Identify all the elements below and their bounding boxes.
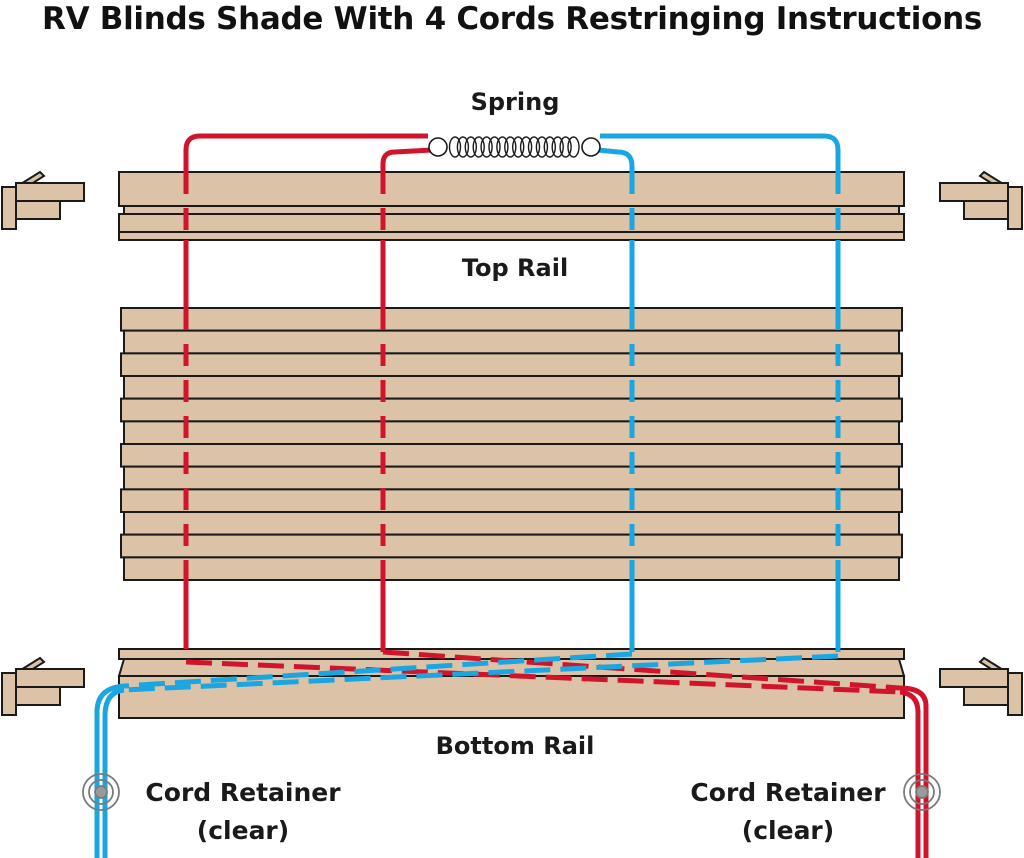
- red-cord-outer: [183, 133, 428, 172]
- spring-coil: [456, 136, 470, 158]
- shade-pleat: [120, 443, 903, 468]
- red-cords: [183, 133, 929, 858]
- blue-cord-outer-bottom: [123, 653, 839, 693]
- shade-pleat: [120, 307, 903, 332]
- shade-pleat: [123, 465, 900, 491]
- blue-cord-outer: [600, 133, 841, 172]
- shade-pleat: [123, 511, 900, 536]
- shade-pleat: [123, 329, 900, 355]
- page-title: RV Blinds Shade With 4 Cords Restringing…: [42, 1, 982, 37]
- cord-retainer-left-label: Cord Retainer: [145, 778, 341, 807]
- pleated-shade: [120, 307, 903, 581]
- spring-label: Spring: [471, 88, 560, 116]
- red-cord-outer-bottom: [185, 659, 901, 695]
- spring-coil: [551, 136, 564, 158]
- left-cord-retainer: [82, 773, 120, 811]
- spring-coil: [472, 136, 485, 158]
- top-rail-label: Top Rail: [462, 254, 568, 282]
- shade-pleat: [123, 420, 900, 445]
- shade-pleat: [120, 488, 903, 513]
- cord-retainer-right-label: Cord Retainer: [690, 778, 886, 807]
- spring-coil: [567, 136, 580, 158]
- bottom-rail-label: Bottom Rail: [436, 732, 595, 760]
- shade-pleat: [123, 556, 900, 581]
- shade-pleat: [123, 375, 900, 400]
- red-cord-exit: [899, 685, 929, 858]
- spring-coil: [535, 136, 549, 158]
- shade-pleat: [120, 397, 903, 423]
- spring-coil: [448, 136, 462, 158]
- cord-retainer-right-sublabel: (clear): [742, 816, 834, 845]
- spring-coil: [512, 136, 525, 158]
- spring: [428, 136, 601, 158]
- spring-coil: [496, 136, 509, 158]
- left-bottom-bracket: [1, 656, 85, 716]
- right-bottom-bracket: [939, 656, 1023, 716]
- red-cord-inner-bottom: [382, 649, 901, 691]
- spring-coil: [504, 136, 517, 158]
- cord-retainer-left-sublabel: (clear): [197, 816, 289, 845]
- blue-cords: [94, 133, 841, 858]
- blue-cord-exit: [94, 683, 125, 858]
- spring-coil: [464, 136, 477, 158]
- blue-cord-inner-bottom: [123, 651, 633, 689]
- shade-pleat: [120, 533, 903, 559]
- spring-coil: [519, 136, 533, 158]
- left-top-bracket: [1, 170, 85, 230]
- spring-coil: [480, 136, 493, 158]
- spring-coil: [543, 136, 556, 158]
- spring-coil: [488, 136, 501, 158]
- right-cord-retainer: [903, 773, 941, 811]
- top-rail: [118, 171, 905, 241]
- blue-cord-inner: [597, 147, 635, 172]
- red-cord-inner: [380, 147, 433, 172]
- shade-pleat: [120, 352, 903, 377]
- spring-coil: [559, 136, 572, 158]
- right-top-bracket: [939, 170, 1023, 230]
- spring-coil: [527, 136, 541, 158]
